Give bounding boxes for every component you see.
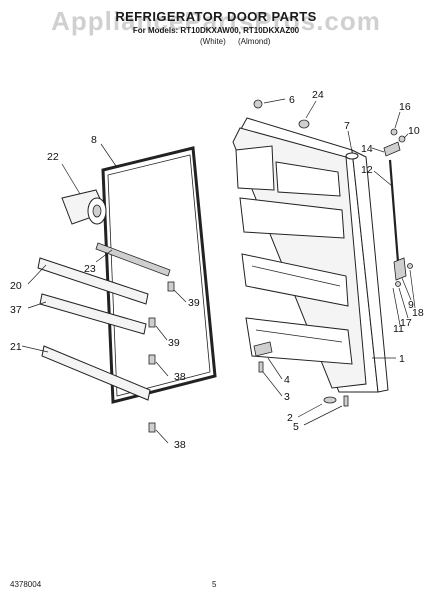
hinge-bracket-14	[383, 141, 401, 157]
page-title: REFRIGERATOR DOOR PARTS	[115, 9, 317, 24]
callout-24: 24	[312, 89, 324, 101]
door-stop-rod-12	[388, 159, 400, 263]
bushing-24	[298, 119, 310, 129]
callout-37: 37	[10, 304, 22, 316]
trim-strip-37	[39, 293, 147, 335]
callout-20: 20	[10, 280, 22, 292]
callout-4: 4	[284, 374, 290, 386]
screw-10	[398, 135, 406, 143]
callout-7: 7	[344, 120, 350, 132]
hinge-pin-18	[407, 263, 413, 269]
trim-strip-23	[95, 242, 171, 277]
page-number: 5	[212, 580, 217, 589]
washer-17	[395, 281, 401, 287]
callout-14: 14	[361, 143, 373, 155]
end-cap-39b	[148, 317, 156, 328]
door-handle	[61, 189, 107, 225]
screw-6	[253, 99, 263, 109]
dairy-door	[275, 161, 341, 197]
plug-7	[345, 152, 359, 160]
lower-door-shelf	[245, 317, 353, 365]
bottom-hinge-9	[393, 257, 407, 281]
end-cap-38a	[148, 354, 156, 365]
screw-16	[390, 128, 398, 136]
callout-16: 16	[399, 101, 411, 113]
trim-end-caps	[148, 281, 175, 433]
callout-6: 6	[289, 94, 295, 106]
washer-2	[323, 396, 337, 404]
butter-compartment	[235, 145, 275, 191]
hinge-hardware	[253, 99, 413, 407]
callout-12: 12	[361, 164, 373, 176]
door-trim-strips	[37, 242, 171, 401]
callout-21: 21	[10, 341, 22, 353]
end-cap-39a	[167, 281, 175, 292]
callout-11: 11	[393, 323, 404, 335]
variant-white: (White)	[200, 37, 226, 46]
callout-labels: 6 24 16 10 8 7 14 22 12 23 20 39 37 9 18…	[10, 89, 424, 451]
callout-3: 3	[284, 391, 290, 403]
door-gasket	[101, 146, 217, 404]
callout-8: 8	[91, 134, 97, 146]
callout-38-lower: 38	[174, 439, 186, 451]
document-number: 4378004	[10, 580, 42, 589]
middle-door-shelf	[241, 253, 349, 307]
callout-10: 10	[408, 125, 420, 137]
end-cap-38b	[148, 422, 156, 433]
callout-39-lower: 39	[168, 337, 180, 349]
callout-18: 18	[412, 307, 424, 319]
variant-almond: (Almond)	[238, 37, 271, 46]
door-stop-4	[253, 341, 273, 357]
leader-lines	[21, 98, 416, 444]
callout-38-upper: 38	[174, 371, 186, 383]
callout-2: 2	[287, 412, 293, 424]
screw-5a	[258, 361, 264, 373]
trim-strip-21	[41, 345, 151, 401]
callout-23: 23	[84, 263, 96, 275]
callout-1: 1	[399, 353, 405, 365]
door-shelves	[235, 145, 353, 365]
callout-22: 22	[47, 151, 59, 163]
callout-17: 17	[400, 317, 412, 329]
trim-strip-20	[37, 257, 149, 305]
callout-5: 5	[293, 421, 299, 433]
callout-39-upper: 39	[188, 297, 200, 309]
callout-9: 9	[408, 299, 414, 311]
upper-door-shelf	[239, 197, 345, 239]
model-list: For Models: RT10DKXAW00, RT10DKXAZ00	[132, 26, 300, 35]
screw-5b	[343, 395, 349, 407]
